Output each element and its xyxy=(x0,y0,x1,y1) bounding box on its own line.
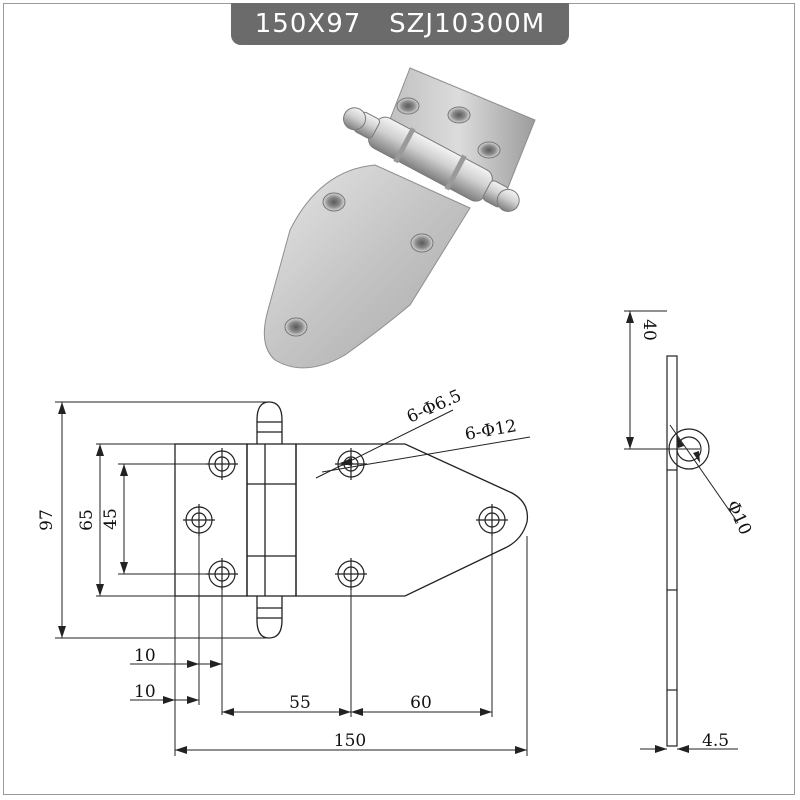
side-plate xyxy=(666,355,678,747)
right-leaf-outline xyxy=(295,443,529,597)
dim-total-height: 97 xyxy=(37,509,57,531)
dim-hole-span-inner: 45 xyxy=(101,508,121,530)
hole-left-top xyxy=(206,448,238,480)
title-model-code: SZJ10300M xyxy=(389,9,546,39)
photo-holes xyxy=(284,97,501,337)
side-arrowheads xyxy=(626,311,700,753)
dim-plate-thickness: 4.5 xyxy=(702,731,729,751)
side-dimension-lines xyxy=(624,310,739,750)
dim-hole-span-outer: 65 xyxy=(77,509,97,531)
knuckle-outline xyxy=(246,443,297,597)
dim-knuckle-dia: Φ10 xyxy=(722,498,755,539)
hole-right-bottom xyxy=(335,558,367,590)
callout-hole-dia: 6-Φ6.5 xyxy=(404,386,465,428)
dim-hole-spacing-1: 55 xyxy=(289,693,311,713)
dim-total-length: 150 xyxy=(334,731,366,751)
dim-edge-to-hole-1: 10 xyxy=(134,646,156,666)
title-badge: 150X97 SZJ10300M xyxy=(231,3,569,45)
front-view xyxy=(174,401,529,639)
hole-left-bottom xyxy=(206,558,238,590)
dim-hole-spacing-2: 60 xyxy=(410,693,432,713)
side-view xyxy=(666,355,710,747)
front-dimension-lines xyxy=(55,401,531,756)
front-arrowheads xyxy=(58,402,527,754)
hinge-photo xyxy=(263,67,536,369)
top-pin-cap xyxy=(256,401,283,444)
hole-left-mid xyxy=(183,504,215,536)
dim-pin-center-height: 40 xyxy=(639,319,659,341)
hole-right-tip xyxy=(476,504,508,536)
dim-edge-to-hole-2: 10 xyxy=(134,682,156,702)
title-model-size: 150X97 xyxy=(254,9,362,39)
bottom-pin-cap xyxy=(256,596,283,639)
